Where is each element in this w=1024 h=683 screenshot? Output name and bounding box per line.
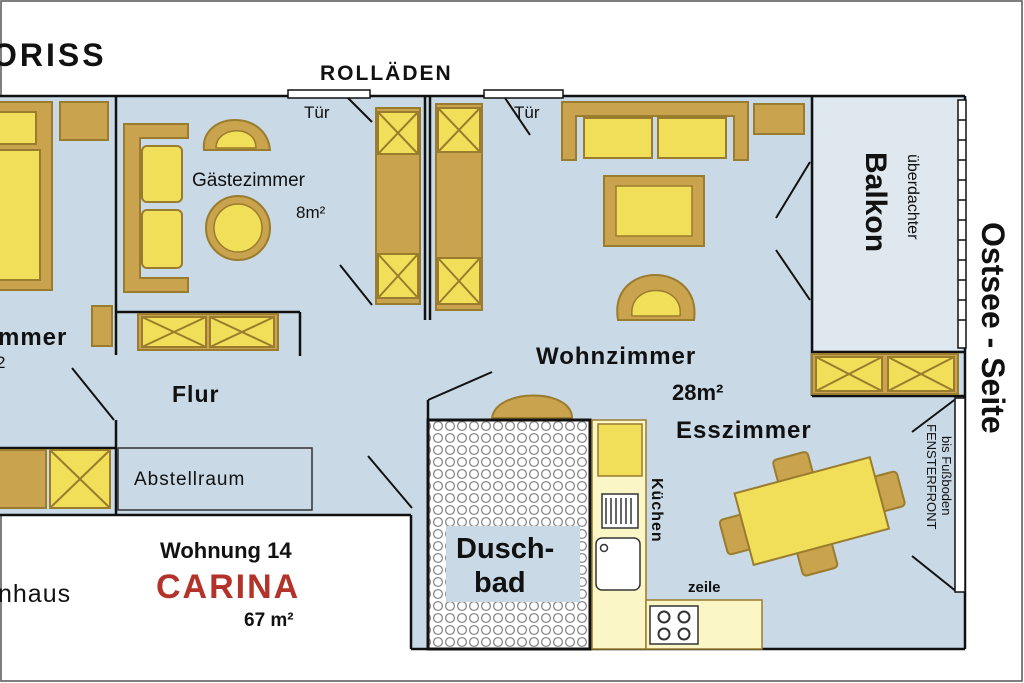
living-room-name: Wohnzimmer	[536, 343, 696, 370]
storage-room	[117, 447, 313, 511]
sea-side-label: Ostsee - Seite	[975, 222, 1011, 434]
kitchen	[591, 419, 763, 650]
wardrobe-left	[375, 107, 421, 305]
window-front-line1: FENSTERFRONT	[924, 424, 939, 530]
kitchen-label-line1: Küchen	[648, 478, 665, 543]
sink-icon	[595, 537, 641, 591]
shutter-window-right	[483, 89, 564, 136]
bathroom	[426, 394, 592, 651]
window-front-line2: bis Fußboden	[939, 436, 954, 516]
guest-armchair	[202, 119, 272, 151]
apartment-name: CARINA	[156, 568, 300, 606]
balcony-qualifier: überdachter	[904, 154, 921, 240]
living-room-area: 28m²	[672, 380, 723, 405]
apartment-area: 67 m²	[244, 610, 294, 631]
guest-sofa	[123, 123, 189, 293]
building-name-fragment: nhaus	[0, 580, 71, 608]
living-armchair	[616, 274, 696, 321]
door-label-right: Tür	[514, 103, 540, 122]
guestroom-name: Gästezimmer	[192, 170, 306, 191]
dining-room-name: Esszimmer	[676, 417, 812, 444]
guestroom-area: 8m²	[296, 203, 326, 222]
balcony-area	[814, 98, 962, 350]
kitchen-label-line2: zeile	[688, 579, 721, 596]
left-room-area-fragment: 2	[0, 353, 5, 372]
hallway-name: Flur	[172, 381, 219, 407]
balcony-name: Balkon	[859, 152, 892, 252]
balcony-cabinets	[811, 353, 959, 395]
hall-cabinet	[137, 313, 279, 351]
wardrobe-right	[435, 103, 483, 311]
small-shelf	[91, 305, 113, 347]
storage-room-name: Abstellraum	[134, 469, 245, 490]
balcony-railing	[957, 99, 967, 349]
bed	[0, 101, 53, 291]
plan-title-fragment: ORISS	[0, 37, 107, 73]
guest-round-table	[205, 195, 271, 261]
coffee-table	[603, 175, 705, 247]
nightstand	[59, 101, 109, 141]
bathroom-name-line1: Dusch-	[456, 533, 554, 565]
dining-set	[718, 451, 906, 577]
left-cabinets	[0, 449, 111, 509]
stove-icon	[649, 605, 699, 645]
window-front	[954, 397, 966, 593]
side-table	[753, 103, 805, 135]
door-label-left: Tür	[304, 103, 330, 122]
dish-rack-icon	[601, 493, 639, 529]
bathroom-name-line2: bad	[474, 567, 526, 599]
apartment-number: Wohnung 14	[160, 538, 292, 563]
shutter-label: ROLLÄDEN	[320, 62, 453, 85]
shutter-window-left	[287, 89, 373, 123]
living-sofa	[561, 101, 749, 161]
left-room-name-fragment: mmer	[0, 324, 67, 351]
